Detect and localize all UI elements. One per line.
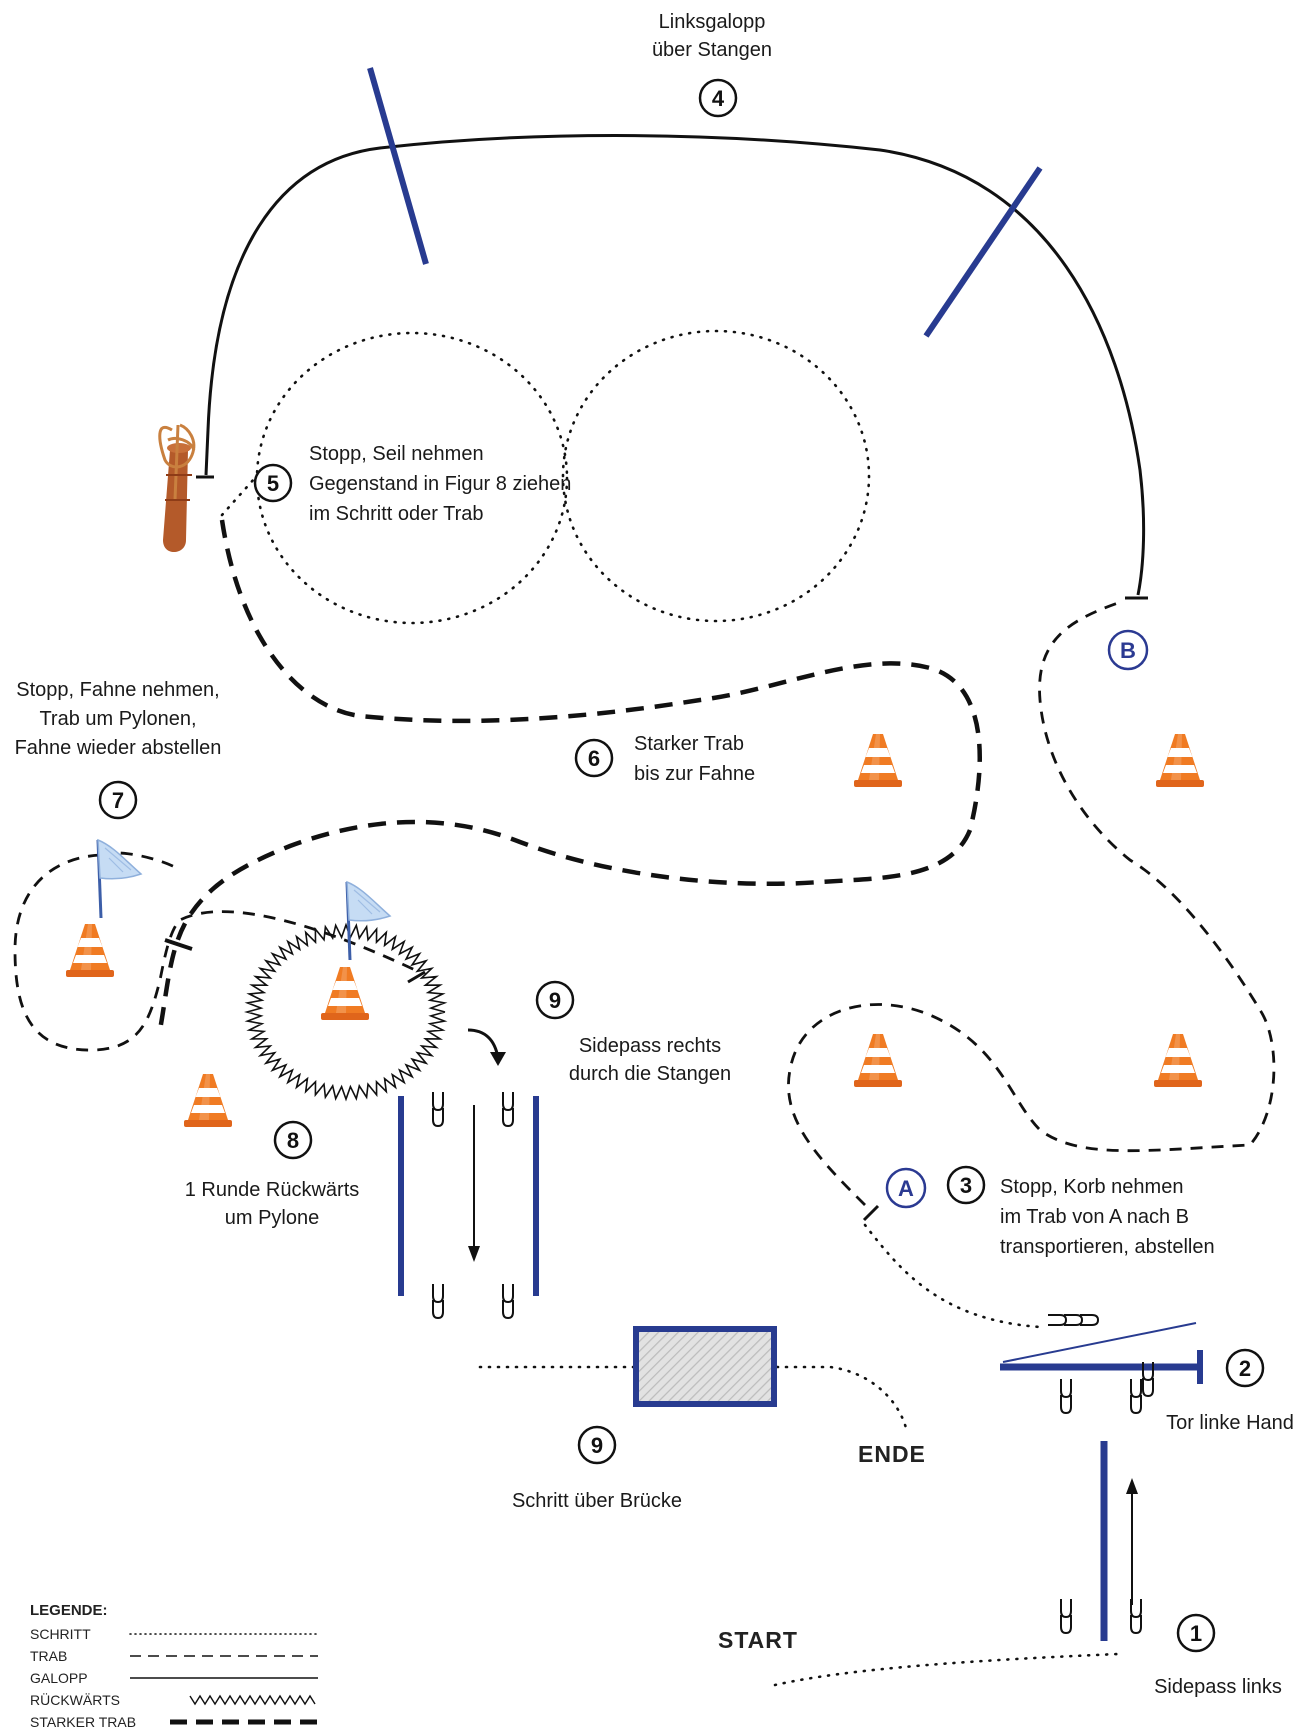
halt-mark: [407, 970, 426, 984]
svg-text:im Schritt oder Trab: im Schritt oder Trab: [309, 503, 484, 525]
svg-text:durch die Stangen: durch die Stangen: [569, 1063, 731, 1085]
station-9-sidepass: 9 Sidepass rechts durch die Stangen: [535, 980, 731, 1085]
legend-item-label: TRAB: [30, 1648, 67, 1664]
walk-path-to-basket: [863, 1223, 1042, 1329]
svg-text:1: 1: [1190, 1621, 1202, 1646]
station-8: 8 1 Runde Rückwärts um Pylone: [185, 1120, 360, 1229]
svg-text:B: B: [1120, 638, 1136, 663]
svg-text:Gegenstand in Figur 8 ziehen: Gegenstand in Figur 8 ziehen: [309, 473, 571, 495]
svg-text:3: 3: [960, 1173, 972, 1198]
svg-text:9: 9: [591, 1433, 603, 1458]
end-label: ENDE: [858, 1441, 926, 1467]
cone-icon: [854, 1034, 902, 1087]
station-9-bridge: 9 Schritt über Brücke: [512, 1425, 682, 1512]
station-9-bridge-label: Schritt über Brücke: [512, 1490, 682, 1512]
svg-text:bis zur Fahne: bis zur Fahne: [634, 763, 755, 785]
cone-icon: [184, 1074, 232, 1127]
station-5: 5 Stopp, Seil nehmen Gegenstand in Figur…: [253, 443, 571, 525]
station-6-label: Starker Trab: [634, 733, 744, 755]
svg-text:8: 8: [287, 1128, 299, 1153]
trot-path-a-to-b: [787, 601, 1276, 1206]
hoof-prints-icon: [1060, 1378, 1072, 1414]
svg-text:Trab um Pylonen,: Trab um Pylonen,: [39, 708, 196, 730]
station-6: 6 Starker Trab bis zur Fahne: [574, 733, 755, 785]
halt-mark: [164, 938, 193, 951]
svg-text:transportieren, abstellen: transportieren, abstellen: [1000, 1236, 1215, 1258]
station-1: 1 Sidepass links: [1154, 1613, 1282, 1698]
svg-text:im Trab von A nach B: im Trab von A nach B: [1000, 1206, 1189, 1228]
cone-icon: [321, 967, 369, 1020]
cone-icon: [1154, 1034, 1202, 1087]
back-up-circle-path: [243, 922, 448, 1102]
hoof-prints-icon: [432, 1283, 444, 1319]
station-2-label: Tor linke Hand: [1166, 1412, 1294, 1434]
svg-text:9: 9: [549, 988, 561, 1013]
svg-text:7: 7: [112, 788, 124, 813]
legend-item-label: STARKER TRAB: [30, 1714, 136, 1730]
canter-pole: [923, 166, 1043, 338]
sidepass-left-arrow: [1126, 1478, 1138, 1605]
svg-text:über Stangen: über Stangen: [652, 39, 772, 61]
bridge-obstacle: [633, 1326, 777, 1407]
cone-icon: [1156, 734, 1204, 787]
canter-pole: [367, 67, 429, 265]
gate-obstacle: [1000, 1322, 1203, 1384]
canter-path: [204, 134, 1146, 596]
svg-text:5: 5: [267, 471, 279, 496]
station-1-label: Sidepass links: [1154, 1676, 1282, 1698]
svg-text:um Pylone: um Pylone: [225, 1207, 320, 1229]
hoof-prints-icon: [1048, 1314, 1100, 1326]
station-5-label: Stopp, Seil nehmen: [309, 443, 484, 465]
legend-swatch-rueckwaerts: [189, 1694, 316, 1706]
station-3-label: Stopp, Korb nehmen: [1000, 1176, 1183, 1198]
legend-item-label: SCHRITT: [30, 1626, 91, 1642]
start-label: START: [718, 1627, 798, 1653]
svg-text:4: 4: [712, 86, 725, 111]
cone-icon: [854, 734, 902, 787]
walk-path-start: [773, 1652, 1120, 1687]
legend-item-label: GALOPP: [30, 1670, 88, 1686]
legend-item-label: RÜCKWÄRTS: [30, 1691, 120, 1708]
sidepass-right-arrow: [468, 1105, 480, 1262]
point-b-marker: B: [1107, 629, 1149, 671]
svg-text:A: A: [898, 1176, 914, 1201]
legend-title: LEGENDE:: [30, 1602, 108, 1619]
station-4-label: Linksgalopp: [659, 11, 766, 33]
figure-eight-walk-path: [255, 329, 871, 625]
hoof-prints-icon: [432, 1091, 444, 1127]
station-8-label: 1 Runde Rückwärts: [185, 1179, 360, 1201]
hoof-prints-icon: [1130, 1378, 1142, 1414]
svg-text:2: 2: [1239, 1356, 1251, 1381]
flag-icon: [96, 838, 143, 920]
back-up-arrowhead: [490, 1052, 506, 1066]
station-3: 3 Stopp, Korb nehmen im Trab von A nach …: [946, 1165, 1215, 1258]
rope-post-icon: [158, 423, 196, 552]
trot-loop-flag: [13, 853, 421, 1052]
walk-connector: [220, 468, 264, 517]
station-7-label: Stopp, Fahne nehmen,: [16, 679, 219, 701]
station-4: Linksgalopp über Stangen 4: [652, 11, 772, 118]
halt-mark: [862, 1204, 880, 1222]
svg-text:Fahne wieder abstellen: Fahne wieder abstellen: [15, 737, 222, 759]
svg-text:6: 6: [588, 746, 600, 771]
point-a-marker: A: [885, 1167, 927, 1209]
station-7: Stopp, Fahne nehmen, Trab um Pylonen, Fa…: [15, 679, 222, 820]
hoof-prints-icon: [502, 1283, 514, 1319]
cone-icon: [66, 924, 114, 977]
legend: LEGENDE: SCHRITT TRAB GALOPP RÜCKWÄRTS S…: [30, 1602, 319, 1730]
hoof-prints-icon: [1060, 1598, 1072, 1634]
hoof-prints-icon: [502, 1091, 514, 1127]
station-9-sidepass-label: Sidepass rechts: [579, 1035, 721, 1057]
station-2: 2 Tor linke Hand: [1166, 1348, 1294, 1434]
